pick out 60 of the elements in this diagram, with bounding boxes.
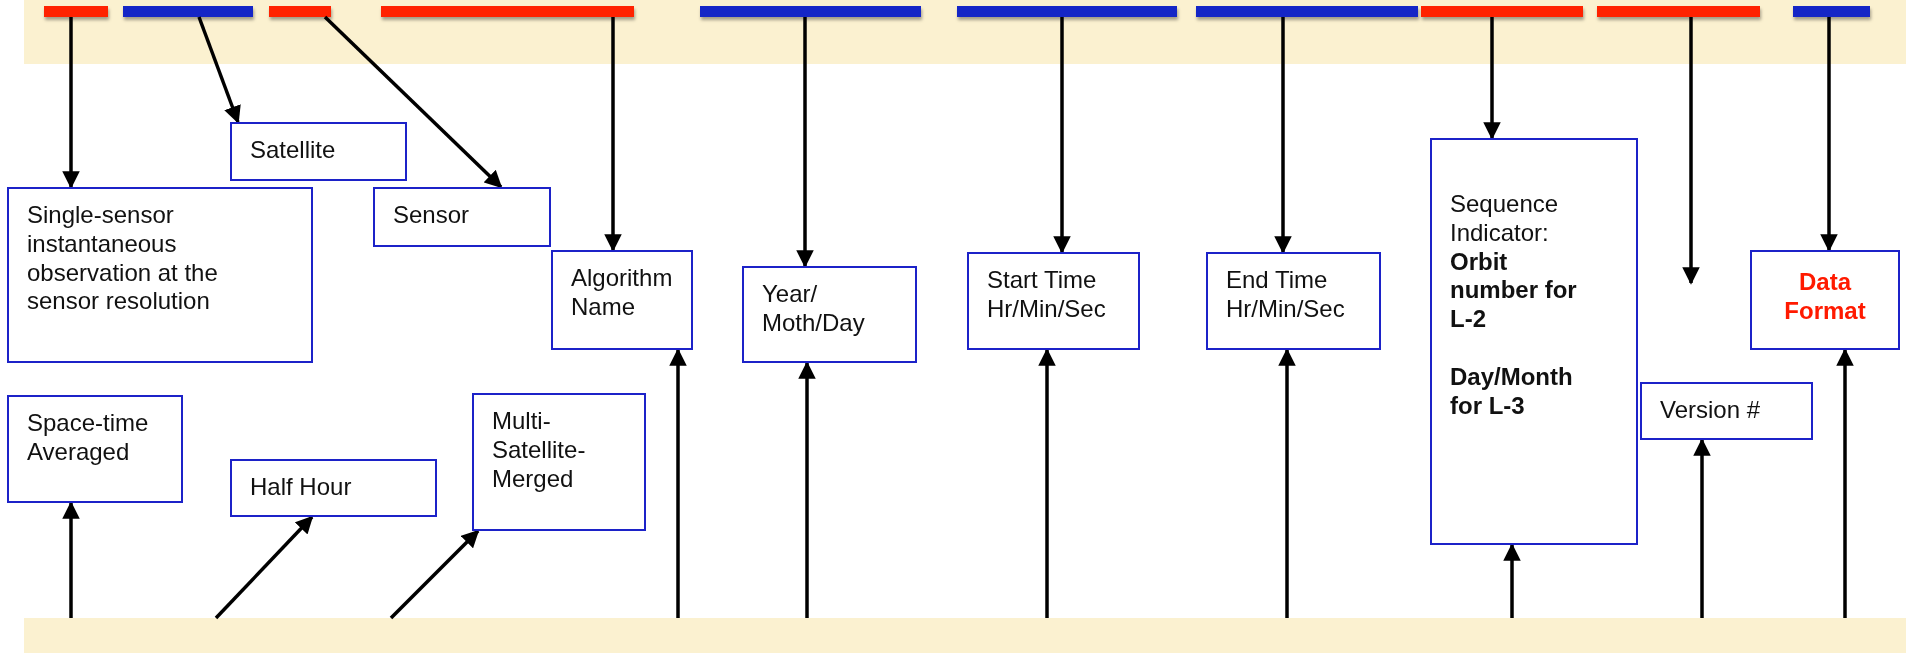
label-box xyxy=(230,459,437,517)
label-text: Multi-Satellite-Merged xyxy=(492,407,587,494)
label-box xyxy=(1430,138,1638,545)
arrow xyxy=(669,348,687,618)
arrow xyxy=(214,515,314,620)
arrow xyxy=(798,361,816,618)
label-text: Single-sensor instantaneous observation at the sensor resolution xyxy=(27,201,219,317)
arrow xyxy=(1483,17,1501,140)
arrow xyxy=(1053,17,1071,254)
arrow xyxy=(1820,17,1838,252)
arrow xyxy=(1503,543,1521,618)
arrow xyxy=(62,501,80,618)
label-text: Satellite xyxy=(250,136,337,165)
band-background xyxy=(24,0,1906,64)
color-bar xyxy=(1597,6,1760,17)
arrow xyxy=(1278,348,1296,618)
color-bar xyxy=(123,6,253,17)
label-text: Half Hour xyxy=(250,473,353,502)
arrow xyxy=(1682,17,1700,285)
label-box xyxy=(230,122,407,181)
arrow xyxy=(323,15,503,189)
label-box xyxy=(7,187,313,363)
label-text: Sequence Indicator: xyxy=(1450,190,1560,248)
label-text: Sensor xyxy=(393,201,471,230)
label-text: Year/ Moth/Day xyxy=(762,280,866,338)
label-box xyxy=(472,393,646,531)
color-bar xyxy=(1793,6,1870,17)
arrow xyxy=(1693,438,1711,618)
color-bar xyxy=(269,6,331,17)
arrow xyxy=(197,16,241,124)
arrow xyxy=(62,17,80,189)
label-box xyxy=(7,395,183,503)
band-background xyxy=(24,618,1906,653)
label-text: Space-time Averaged xyxy=(27,409,150,467)
arrow xyxy=(1836,348,1854,618)
arrow xyxy=(1274,17,1292,254)
color-bar xyxy=(700,6,921,17)
arrow xyxy=(389,529,480,620)
label-text: End Time Hr/Min/Sec xyxy=(1226,266,1346,324)
label-text: Day/Month for L-3 xyxy=(1450,363,1574,421)
color-bar xyxy=(1196,6,1418,17)
color-bar xyxy=(957,6,1177,17)
arrow xyxy=(1038,348,1056,618)
color-bar xyxy=(44,6,108,17)
label-text: Algorithm Name xyxy=(571,264,674,322)
label-box xyxy=(742,266,917,363)
arrow xyxy=(796,17,814,268)
arrow xyxy=(604,17,622,252)
label-text: Version # xyxy=(1660,396,1762,425)
color-bar xyxy=(1421,6,1583,17)
label-box xyxy=(1750,250,1900,350)
label-text: Data Format xyxy=(1783,268,1867,326)
label-box xyxy=(1640,382,1813,440)
color-bar xyxy=(381,6,634,17)
label-box xyxy=(1206,252,1381,350)
label-box xyxy=(551,250,693,350)
label-text: Start Time Hr/Min/Sec xyxy=(987,266,1107,324)
label-box xyxy=(967,252,1140,350)
label-box xyxy=(373,187,551,247)
label-text: Orbit number for L-2 xyxy=(1450,247,1578,334)
